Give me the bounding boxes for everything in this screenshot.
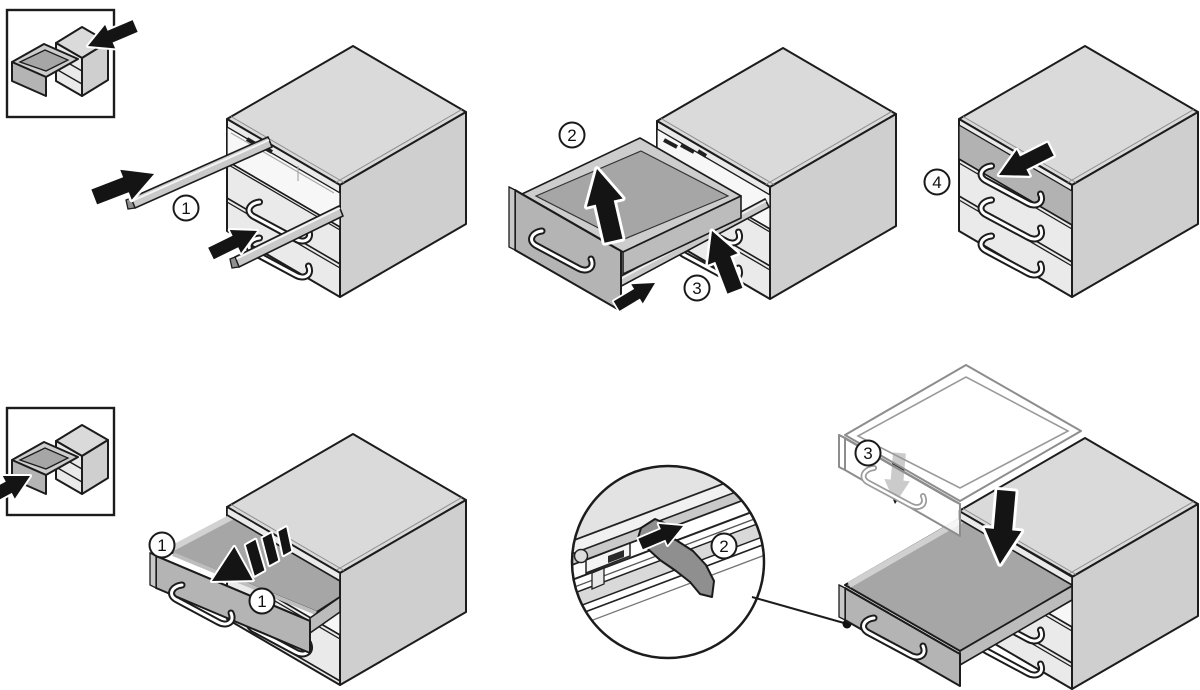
step-badge-1: 1 (172, 194, 200, 222)
removal-step1-open-drawer: 1 1 (148, 433, 467, 686)
step1-pull-out-runners: 1 (89, 45, 467, 298)
pictogram-insert (5, 8, 140, 119)
step-badge-2: 2 (710, 532, 738, 560)
drawer-box (508, 137, 742, 312)
runner-rail-lower (229, 205, 344, 269)
runner-roller (573, 548, 589, 564)
ghost-drawer-top (844, 364, 1082, 502)
step-number: 3 (863, 444, 872, 463)
pictogram-cabinet (55, 26, 109, 97)
pictogram-remove (0, 406, 116, 517)
step-number: 2 (567, 126, 576, 145)
step-number: 4 (932, 173, 941, 192)
step2-3-place-drawer: 2 3 (508, 47, 897, 318)
step4-push-in: 4 (923, 45, 1199, 298)
magnifier-ring (570, 464, 766, 660)
full-extension-arrow-icon (210, 525, 294, 583)
step-badge-2: 2 (558, 121, 586, 149)
removal-step3-lift-off: 3 (838, 364, 1199, 690)
step-badge-1b: 1 (248, 587, 276, 615)
drawer-side-wall (622, 195, 742, 275)
step-number: 1 (157, 536, 166, 555)
latch-detail-magnifier: 2 (570, 464, 852, 660)
pull-out-arrow-icon (89, 159, 160, 212)
step-badge-1a: 1 (148, 531, 176, 559)
step-number: 1 (257, 592, 266, 611)
step-number: 2 (719, 537, 728, 556)
step-number: 3 (692, 279, 701, 298)
pictogram-drawer (11, 43, 79, 97)
cabinet (958, 45, 1199, 298)
ghost-drawer-handle-icon (860, 465, 927, 510)
step-badge-3: 3 (854, 439, 882, 467)
step-badge-3: 3 (683, 274, 711, 302)
step-badge-4: 4 (923, 168, 951, 196)
runner-rail-upper (125, 136, 273, 210)
step-number: 1 (181, 199, 190, 218)
leader-line (751, 596, 845, 624)
cabinet (226, 45, 467, 298)
